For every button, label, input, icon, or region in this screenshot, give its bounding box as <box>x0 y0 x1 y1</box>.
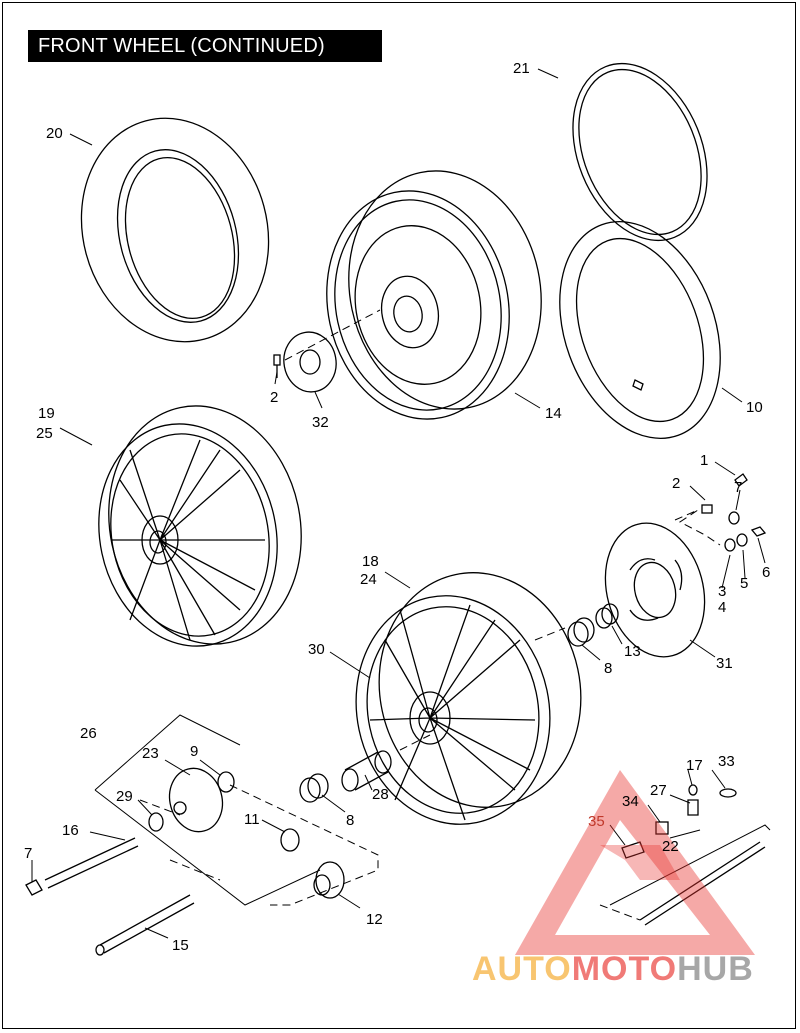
disc-wheel <box>326 170 542 420</box>
callout-2: 2 <box>270 389 278 406</box>
callout-19: 19 <box>38 405 55 422</box>
retaining-ring <box>217 771 235 793</box>
cotter-pin <box>734 473 748 487</box>
callout-labels: 20 21 2 32 14 10 19 25 1 2 7 3 4 5 6 18 … <box>24 60 770 954</box>
callout-2-brake: 2 <box>672 475 680 492</box>
rim-strip <box>572 62 708 242</box>
callout-30: 30 <box>308 641 325 658</box>
bearing-upper <box>567 617 595 647</box>
spoke-wheel-lower <box>355 572 582 825</box>
grommet <box>655 821 669 835</box>
callout-28: 28 <box>372 786 389 803</box>
lock-washer <box>724 538 736 552</box>
callout-7: 7 <box>734 479 742 496</box>
callout-5: 5 <box>740 575 748 592</box>
callout-33: 33 <box>718 753 735 770</box>
assembly-dashed-lines <box>139 309 721 921</box>
bearing-lower <box>299 773 329 803</box>
watermark-part3: HUB <box>677 950 754 988</box>
callout-10: 10 <box>746 399 763 416</box>
callout-21: 21 <box>513 60 530 77</box>
valve-nut <box>719 788 737 798</box>
nut <box>750 526 767 537</box>
brake-disc <box>604 522 706 658</box>
brake-bolt <box>701 504 713 514</box>
callout-34: 34 <box>622 793 639 810</box>
screw <box>273 354 281 378</box>
watermark-part2: MOTO <box>572 950 677 988</box>
inner-tube <box>559 221 721 439</box>
callout-24: 24 <box>360 571 377 588</box>
callout-27: 27 <box>650 782 667 799</box>
page-title: FRONT WHEEL (CONTINUED) <box>38 35 325 57</box>
callout-7-axle: 7 <box>24 845 32 862</box>
callout-18: 18 <box>362 553 379 570</box>
title-bar <box>28 30 382 62</box>
callout-9: 9 <box>190 743 198 760</box>
watermark-triangle <box>515 770 755 955</box>
leader-lines <box>31 68 766 939</box>
axle-collar <box>148 812 164 832</box>
valve-extension <box>639 841 766 926</box>
watermark-inner-mark <box>600 845 680 880</box>
callout-12: 12 <box>366 911 383 928</box>
callout-29: 29 <box>116 788 133 805</box>
axle-lower <box>95 894 195 956</box>
watermark-auto: AUTOMOTOHUB <box>472 950 754 988</box>
watermark-part1: AUTO <box>472 950 572 988</box>
callout-8: 8 <box>604 660 612 677</box>
watermark-logo: AUTOMOTOHUB <box>472 770 755 988</box>
callout-8-lower: 8 <box>346 812 354 829</box>
weight-block <box>621 841 645 859</box>
spacer-sleeve <box>341 750 392 792</box>
bracket-lines <box>94 714 771 906</box>
callout-6: 6 <box>762 564 770 581</box>
callout-23: 23 <box>142 745 159 762</box>
callout-25: 25 <box>36 425 53 442</box>
spacer-upper <box>595 603 619 629</box>
tire <box>80 117 270 343</box>
callout-31: 31 <box>716 655 733 672</box>
callout-35: 35 <box>588 813 605 830</box>
spoke-wheel-upper <box>98 405 302 647</box>
callout-16: 16 <box>62 822 79 839</box>
valve-stem <box>687 799 699 816</box>
axle-spacer <box>280 828 300 852</box>
hub-cover <box>168 767 224 833</box>
hub-adapter <box>283 331 337 393</box>
callout-11: 11 <box>244 811 260 828</box>
callout-1: 1 <box>700 452 708 469</box>
washer <box>728 511 740 525</box>
callout-15: 15 <box>172 937 189 954</box>
callout-20: 20 <box>46 125 63 142</box>
axle-upper <box>25 837 139 896</box>
flat-washer <box>736 533 748 547</box>
callout-17: 17 <box>686 757 703 774</box>
callout-3: 3 <box>718 583 726 600</box>
callout-13: 13 <box>624 643 641 660</box>
callout-14: 14 <box>545 405 562 422</box>
callout-22: 22 <box>662 838 679 855</box>
spacer-cone <box>313 861 345 899</box>
callout-4: 4 <box>718 599 726 616</box>
callout-26: 26 <box>80 725 97 742</box>
valve-cap <box>688 784 698 796</box>
callout-32: 32 <box>312 414 329 431</box>
